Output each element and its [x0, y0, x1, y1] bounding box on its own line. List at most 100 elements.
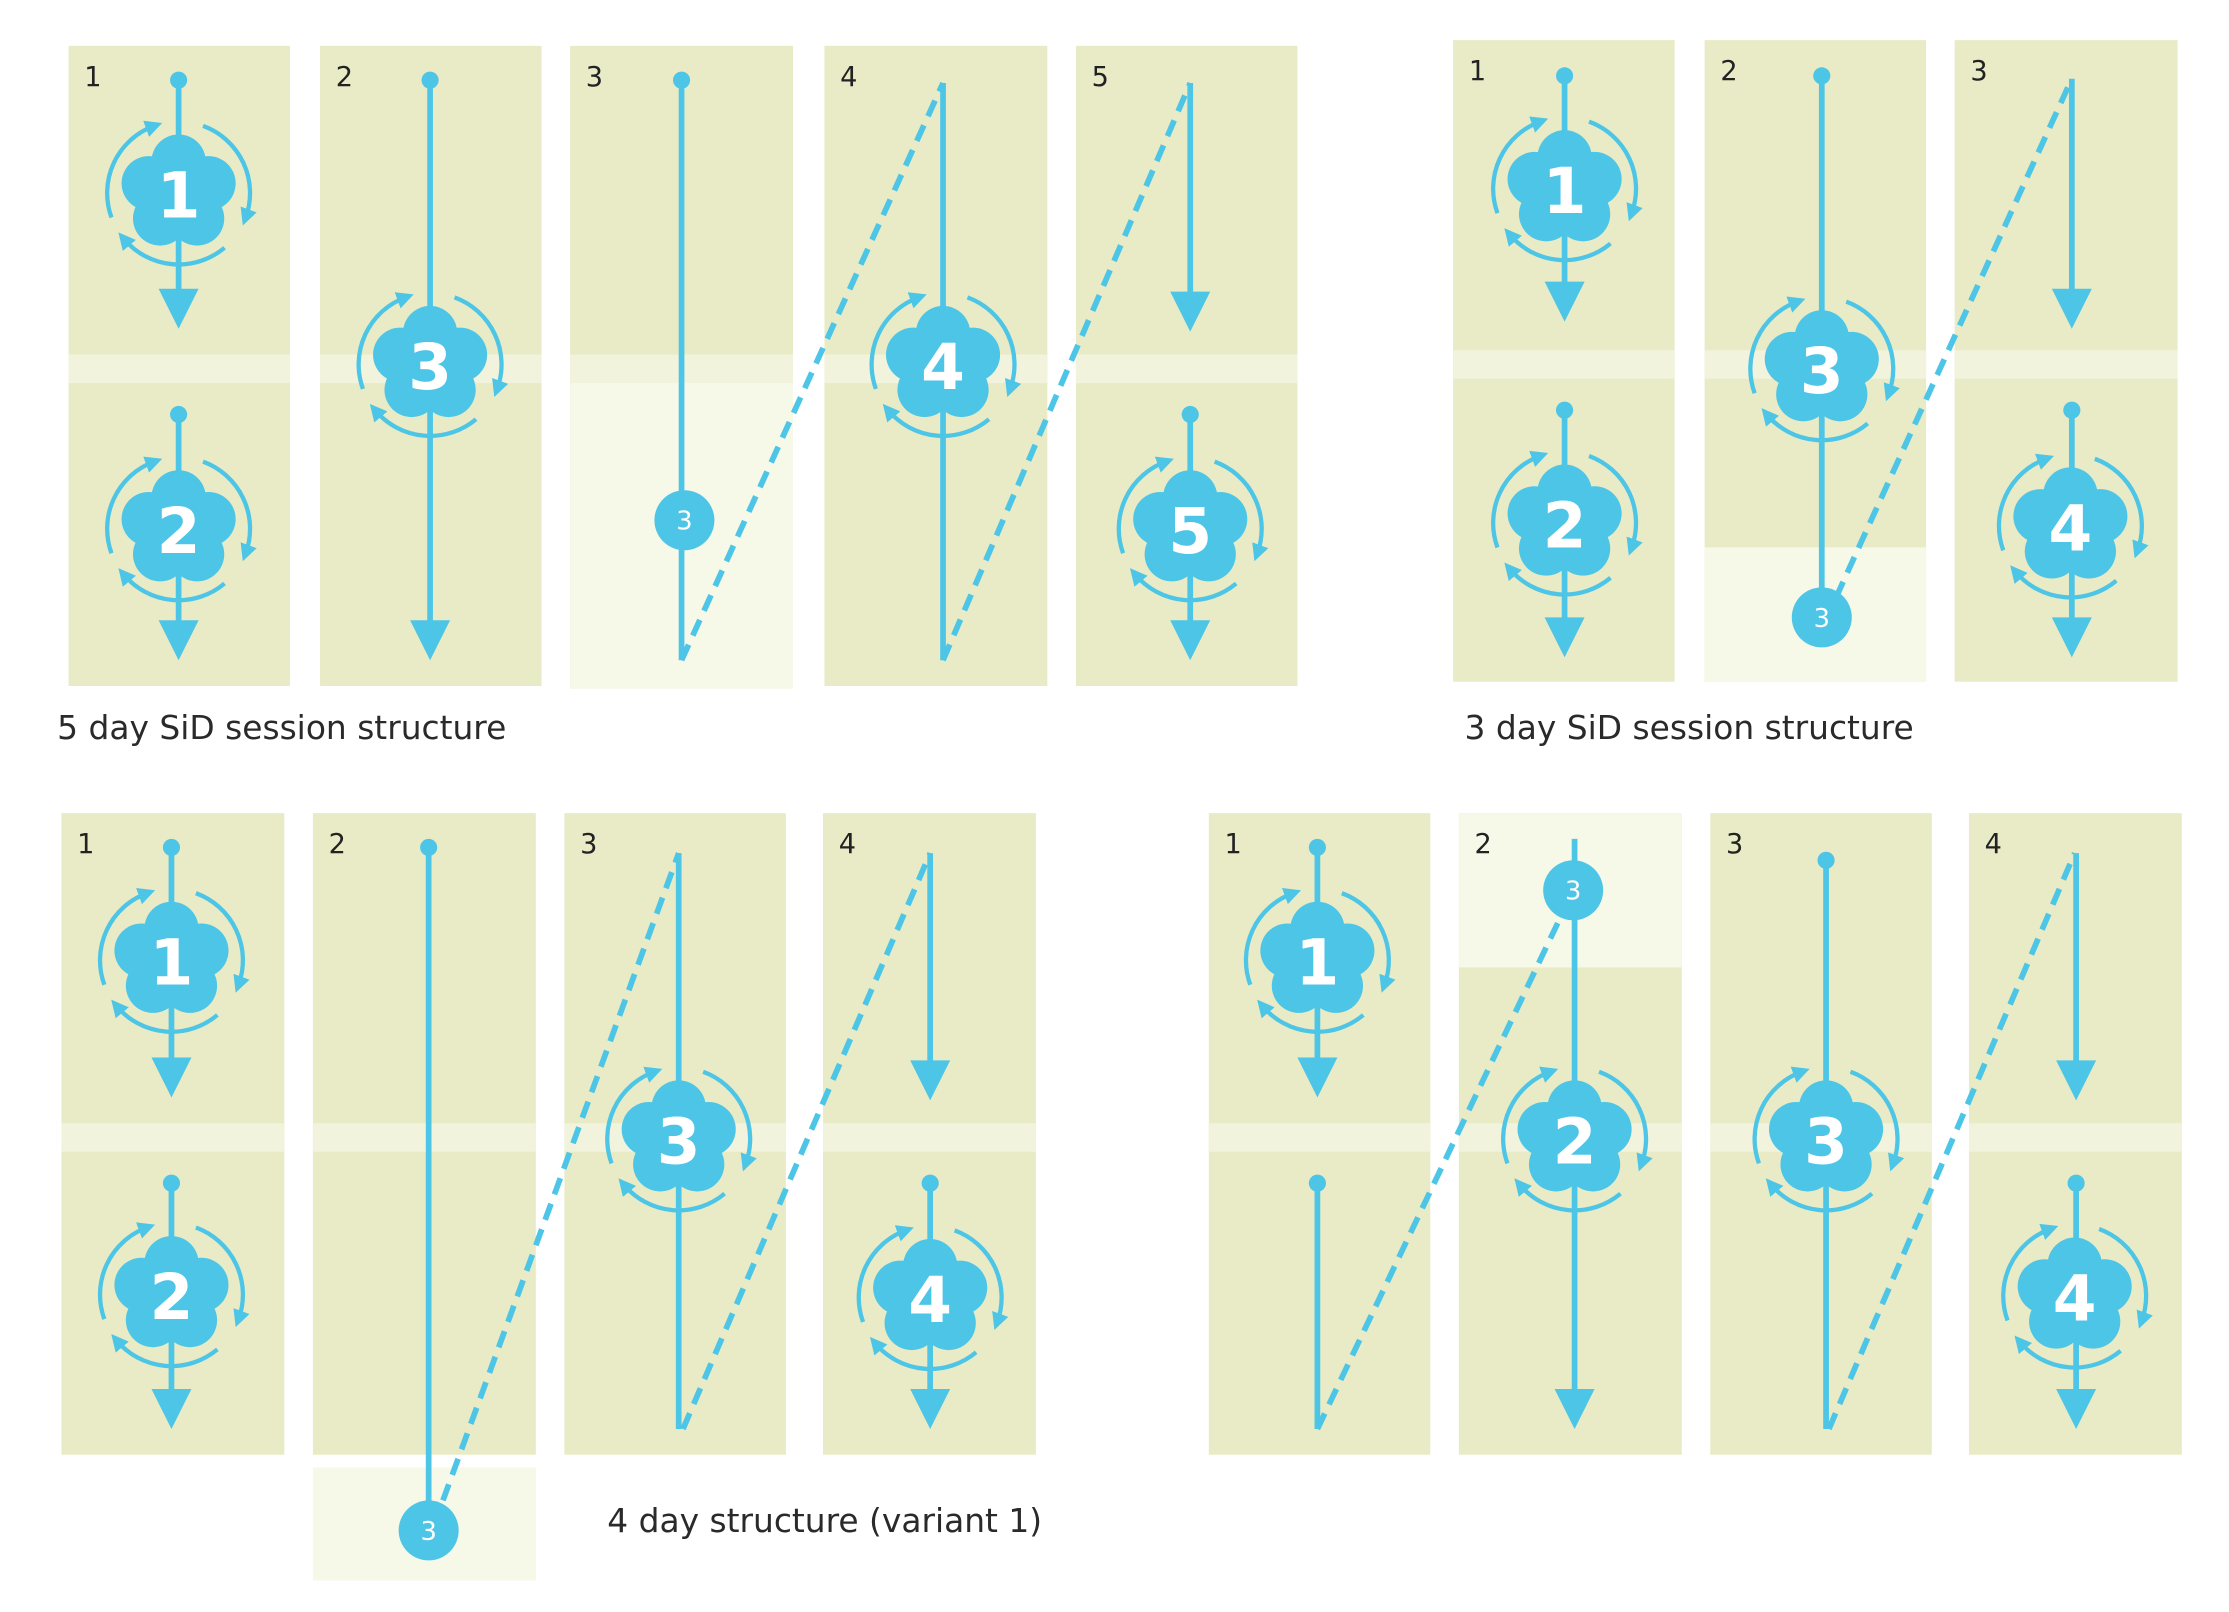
cycle-arrow-icon: [2010, 565, 2118, 600]
start-dot-icon: [162, 838, 181, 857]
marker-number: 3: [1565, 877, 1581, 907]
session-divider: [823, 1123, 1036, 1152]
dashed-connector: [440, 852, 682, 1502]
arrow-down-icon: [2051, 617, 2092, 658]
cycle-arrow-icon: [202, 459, 257, 562]
session-flower-icon: 2: [97, 1222, 250, 1369]
day-label: 3: [1970, 56, 1987, 87]
session-flower-icon: 3: [605, 1066, 757, 1213]
cycle-arrow-icon: [1849, 1069, 1905, 1172]
start-dot-icon: [1813, 67, 1831, 85]
arrow-down-icon: [2056, 1060, 2097, 1101]
arrow-down-icon: [1170, 291, 1211, 332]
day-label: 1: [77, 829, 94, 860]
start-dot-icon: [1308, 838, 1326, 857]
arrow-down-icon: [1544, 617, 1585, 658]
cycle-arrow-icon: [966, 295, 1022, 397]
cycle-arrow-icon: [2001, 1223, 2059, 1322]
start-dot-icon: [921, 1174, 939, 1192]
cycle-arrow-icon: [1504, 562, 1612, 597]
cycle-arrow-icon: [1257, 999, 1365, 1034]
cycle-arrow-icon: [195, 1225, 250, 1328]
cycle-arrow-icon: [1752, 1066, 1810, 1165]
session-divider: [312, 1123, 536, 1152]
cycle-arrow-icon: [369, 403, 478, 439]
dashed-connector: [1314, 913, 1565, 1431]
arrow-down-icon: [151, 1388, 192, 1429]
cycle-arrow-icon: [195, 891, 250, 993]
session-number: 3: [1804, 1105, 1848, 1178]
start-dot-icon: [1556, 401, 1574, 419]
cycle-arrow-icon: [1243, 888, 1302, 986]
arrow-down-icon: [1554, 1388, 1595, 1429]
marker-number: 3: [1814, 604, 1830, 634]
session-flower-icon: 4: [856, 1225, 1009, 1372]
session-number: 4: [921, 331, 965, 404]
arrow-down-icon: [158, 620, 199, 661]
day-label: 1: [1225, 829, 1242, 860]
session-flower-icon: 3: [356, 292, 509, 439]
session-number: 5: [1168, 495, 1212, 568]
marker-circle-icon: [1791, 587, 1852, 648]
session-marker: 3: [654, 490, 715, 551]
arrow-down-icon: [1297, 1057, 1338, 1098]
arrow-down-icon: [410, 620, 451, 661]
diagram-caption: 5 day SiD session structure: [57, 708, 506, 747]
day-label: 2: [1475, 829, 1492, 860]
cycle-arrow-icon: [1116, 456, 1174, 554]
start-dot-icon: [170, 71, 188, 89]
cycle-arrow-icon: [1761, 408, 1870, 443]
start-dot-icon: [162, 1174, 181, 1192]
cycle-arrow-icon: [1504, 228, 1612, 263]
session-number: 3: [408, 331, 452, 404]
start-dot-icon: [1308, 1174, 1326, 1192]
marker-circle-icon: [398, 1500, 459, 1561]
cycle-arrow-icon: [1213, 459, 1269, 562]
day-label: 3: [586, 62, 603, 93]
day-label: 4: [839, 829, 856, 860]
cycle-arrow-icon: [1996, 453, 2055, 552]
dashed-connector: [678, 81, 946, 662]
cycle-arrow-icon: [111, 999, 219, 1034]
cycle-arrow-icon: [1491, 450, 1549, 549]
session-flower-icon: 2: [105, 456, 257, 603]
cycle-arrow-icon: [869, 1336, 978, 1372]
cycle-arrow-icon: [97, 888, 156, 986]
session-divider: [61, 1123, 285, 1152]
session-marker: 3: [1791, 587, 1852, 648]
cycle-arrow-icon: [1588, 119, 1643, 222]
cycle-arrow-icon: [1341, 891, 1396, 993]
session-number: 2: [1543, 489, 1587, 562]
marker-circle-icon: [654, 490, 715, 551]
session-flower-icon: 1: [1491, 116, 1643, 263]
cycle-arrow-icon: [882, 403, 991, 439]
session-flower-icon: 4: [1996, 453, 2149, 600]
arrow-down-icon: [158, 288, 199, 329]
cycle-arrow-icon: [105, 456, 163, 554]
arrow-down-icon: [1170, 620, 1211, 661]
cycle-arrow-icon: [869, 292, 927, 390]
session-flower-icon: 1: [1243, 888, 1396, 1034]
cycle-arrow-icon: [1501, 1066, 1559, 1165]
cycle-arrow-icon: [202, 123, 257, 226]
session-number: 2: [157, 495, 201, 568]
day-label: 3: [580, 829, 597, 860]
session-divider: [1453, 350, 1675, 379]
session-number: 1: [1296, 927, 1340, 1000]
arrow-down-icon: [1544, 281, 1585, 322]
session-divider: [68, 354, 291, 384]
session-number: 1: [150, 927, 194, 1000]
day-label: 3: [1726, 829, 1743, 860]
cycle-arrow-icon: [702, 1069, 757, 1172]
day-label: 4: [1985, 829, 2002, 860]
cycle-arrow-icon: [1845, 299, 1900, 402]
cycle-arrow-icon: [356, 292, 414, 390]
cycle-arrow-icon: [1765, 1178, 1874, 1213]
session-number: 4: [2053, 1262, 2097, 1335]
marker-circle-icon: [1543, 860, 1604, 921]
start-dot-icon: [1556, 67, 1574, 85]
cycle-arrow-icon: [2014, 1335, 2122, 1370]
